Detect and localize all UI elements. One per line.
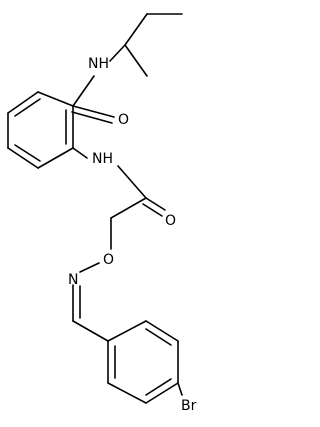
benzene-ring-upper <box>7 91 74 169</box>
amide-top <box>71 75 115 124</box>
atom-label-o-carbonyl: O <box>165 213 176 229</box>
atom-label-nh-top: NH <box>88 56 109 72</box>
benzene-ring-lower <box>72 320 183 404</box>
amide-middle <box>72 147 166 219</box>
oxime-chain <box>72 217 112 322</box>
atom-labels: NH O NH O O N Br <box>68 56 197 414</box>
atom-label-o-top: O <box>118 112 129 128</box>
atom-label-n-oxime: N <box>68 272 78 288</box>
isopropyl-group <box>109 13 183 77</box>
atom-label-nh-middle: NH <box>92 151 113 167</box>
chemical-structure-diagram: NH O NH O O N Br <box>7 13 197 414</box>
atom-label-o-ether: O <box>103 252 114 268</box>
atom-label-br: Br <box>181 398 197 414</box>
